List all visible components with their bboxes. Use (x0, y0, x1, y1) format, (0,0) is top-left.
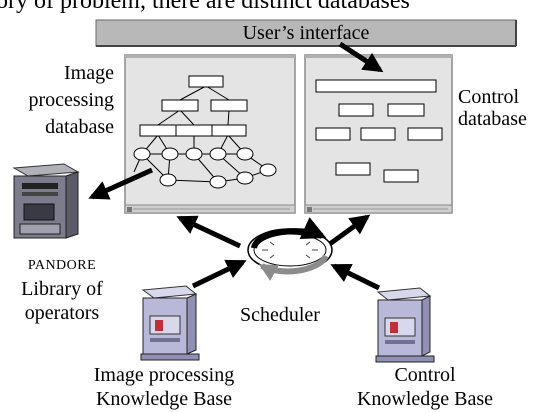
control-db-window (304, 54, 453, 214)
user-interface-bar (95, 19, 517, 47)
image-db-label-line1: Image (64, 62, 114, 84)
flow-arrows (88, 41, 384, 291)
scheduler-cycle-icon (247, 217, 333, 281)
interface-to-control-arrow (338, 41, 384, 73)
db-to-pandore-arrow (88, 167, 154, 200)
control-kb-label-line1: Control (394, 364, 456, 386)
control-kb-computer-icon (375, 287, 435, 363)
image-kb-label-line1: Image processing (93, 364, 235, 386)
pandore-server-icon (12, 163, 80, 239)
top-caption: ory of problem, there are distinct datab… (0, 0, 410, 14)
control-kb-to-scheduler-arrow (330, 263, 381, 291)
image-kb-label-line2: Knowledge Base (95, 388, 233, 410)
control-db-label-line1: Control (458, 86, 520, 108)
image-db-label-line2: processing (28, 89, 114, 111)
image-db-window (124, 54, 296, 214)
pandore-label: PANDORE (27, 258, 97, 273)
scheduler-to-control-db-arrow (325, 214, 371, 249)
scheduler-label: Scheduler (240, 304, 320, 326)
library-label-line2: operators (24, 302, 100, 324)
control-kb-label-line2: Knowledge Base (356, 388, 494, 410)
image-db-label-line3: database (45, 116, 114, 138)
image-kb-computer-icon (140, 285, 200, 361)
image-kb-to-scheduler-arrow (191, 259, 247, 289)
library-label-line1: Library of (21, 278, 103, 300)
control-db-label-line2: database (458, 108, 527, 130)
scheduler-to-image-db-arrow (176, 215, 242, 249)
user-interface-label: User’s interface (242, 22, 370, 44)
top-caption-clip: ory of problem, there are distinct datab… (0, 0, 541, 14)
